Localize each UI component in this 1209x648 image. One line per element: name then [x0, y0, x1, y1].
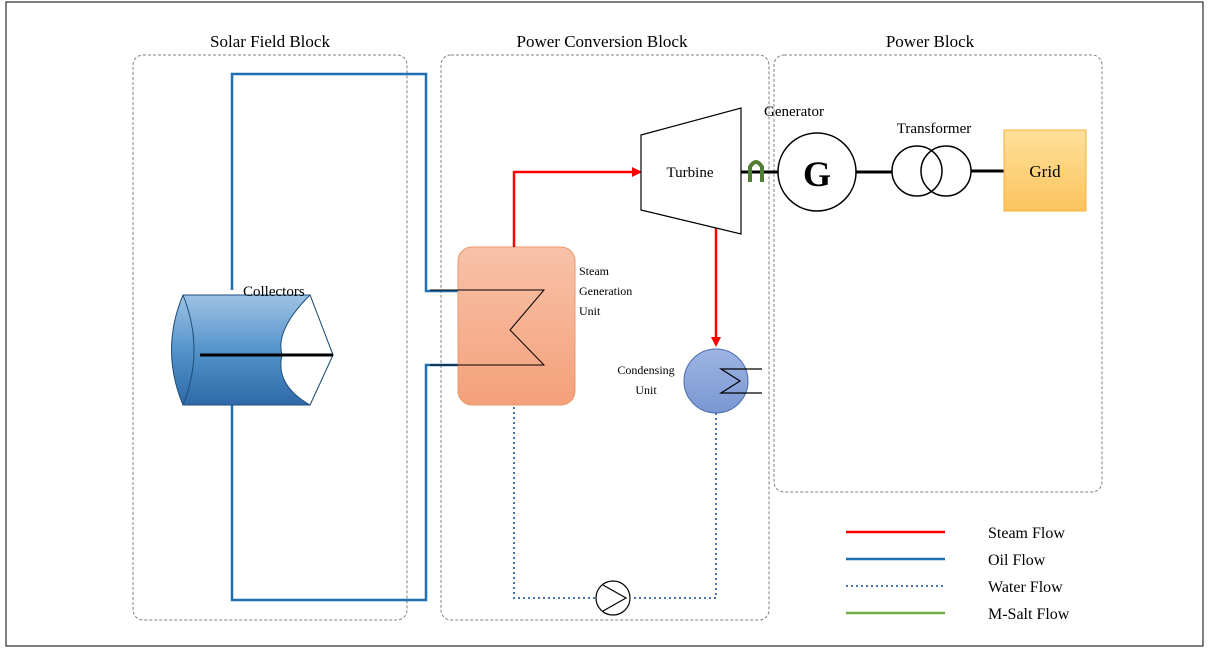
generator-symbol: G — [803, 154, 831, 194]
steam-generation-label-line3: Unit — [579, 304, 601, 318]
grid-box — [1003, 129, 1087, 212]
legend-steam-label: Steam Flow — [988, 525, 1065, 542]
steam-generation-unit — [457, 246, 576, 406]
legend: Steam Flow Oil Flow Water Flow M-Salt Fl… — [846, 525, 1070, 623]
steam-flow-to-turbine — [512, 167, 642, 247]
water-flow-condenser-to-pump — [631, 413, 717, 599]
collectors-icon — [171, 294, 334, 406]
heat-exchanger-coil-icon — [430, 289, 546, 366]
outer-frame — [5, 1, 1204, 647]
power-block — [773, 54, 1103, 493]
condenser-coil-icon — [718, 368, 762, 394]
transformer-label: Transformer — [897, 121, 971, 137]
generator-label: Generator — [764, 104, 824, 120]
steam-generation-label-line1: Steam — [579, 264, 610, 278]
solar-field-block-title: Solar Field Block — [210, 32, 330, 51]
turbine-shape — [640, 107, 742, 235]
power-conversion-block-title: Power Conversion Block — [517, 32, 688, 51]
steam-generation-label-line2: Generation — [579, 284, 632, 298]
power-block-title: Power Block — [886, 32, 975, 51]
transformer-icon — [891, 145, 972, 197]
turbine-label: Turbine — [667, 165, 714, 181]
condensing-unit-circle — [683, 348, 749, 414]
condensing-label-line1: Condensing — [617, 363, 674, 377]
grid-label: Grid — [1029, 162, 1061, 181]
water-flow-pump-to-sgu — [513, 405, 595, 599]
condensing-label-line2: Unit — [635, 383, 657, 397]
legend-water-label: Water Flow — [988, 579, 1063, 596]
legend-oil-label: Oil Flow — [988, 552, 1046, 569]
pump-icon — [595, 580, 631, 616]
legend-msalt-label: M-Salt Flow — [988, 606, 1070, 623]
solar-field-block — [132, 54, 408, 621]
collectors-label: Collectors — [243, 284, 305, 300]
msalt-flow-coupling-icon — [748, 160, 764, 182]
power-conversion-block — [440, 54, 770, 621]
oil-flow-supply-line — [230, 72, 468, 293]
